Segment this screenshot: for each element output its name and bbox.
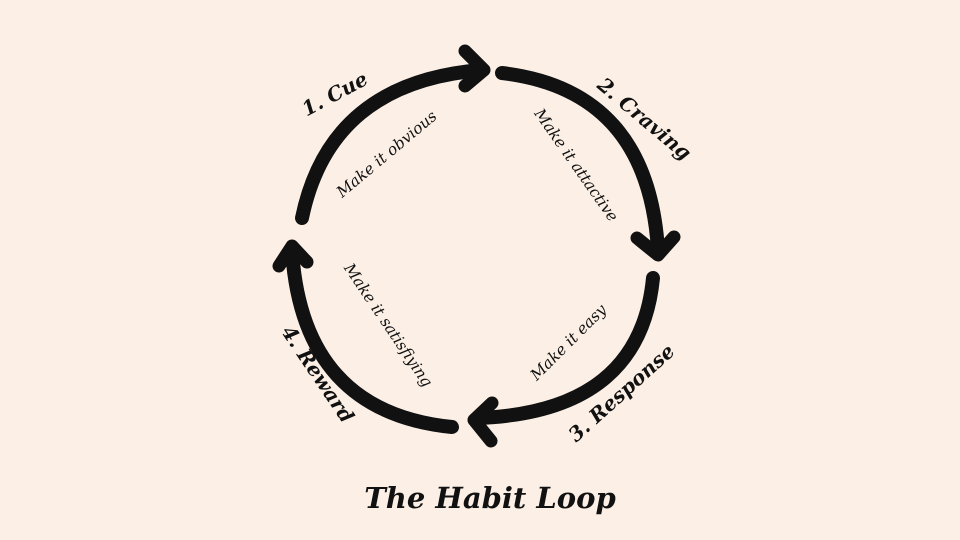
arrowhead-craving	[630, 230, 681, 262]
action-label-response: Make it easy	[526, 301, 610, 385]
arrow-response	[467, 271, 660, 448]
arrowhead-reward	[272, 239, 314, 273]
arrowhead-response	[467, 396, 499, 448]
diagram-title: The Habit Loop	[364, 481, 616, 515]
arc-craving	[495, 66, 665, 257]
arrow-reward	[272, 239, 459, 434]
arc-reward	[285, 243, 459, 434]
arc-response	[471, 271, 660, 425]
arrowhead-cue	[458, 44, 491, 93]
action-label-reward: Make it satisfiying	[340, 259, 437, 390]
arrow-craving	[495, 66, 681, 262]
arrow-cue	[295, 44, 491, 225]
arc-cue	[295, 63, 489, 225]
